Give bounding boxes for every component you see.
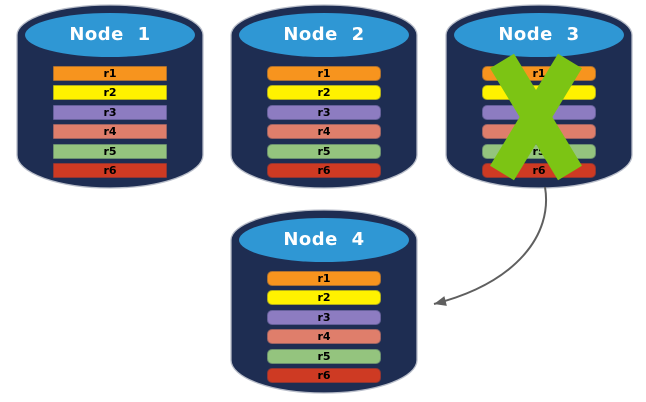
- node-2: Node 2 r1 r2 r3 r4 r5 r6: [228, 3, 420, 195]
- db-row: r4: [267, 329, 381, 345]
- db-row: r1: [267, 66, 381, 81]
- db-row: r6: [53, 162, 167, 178]
- db-row: r2: [53, 85, 167, 101]
- node-title: Node 1: [69, 24, 151, 45]
- cylinder-top: [239, 218, 409, 262]
- node-1: Node 1 r1 r2 r3 r4 r5 r6: [14, 3, 206, 195]
- node-title: Node 3: [498, 24, 580, 45]
- db-row: r6: [267, 367, 381, 383]
- row-stack: r1 r2 r3 r4 r5 r6: [267, 66, 381, 178]
- db-row: r3: [53, 104, 167, 120]
- arrow-curve: [433, 186, 548, 306]
- db-row: r6: [267, 162, 381, 178]
- db-row: r2: [267, 290, 381, 306]
- db-row: r2: [482, 85, 596, 101]
- db-row: r3: [267, 104, 381, 120]
- db-row: r4: [267, 124, 381, 140]
- db-row: r3: [267, 309, 381, 325]
- db-row: r5: [53, 143, 167, 159]
- row-stack: r1 r2 r3 r4 r5 r6: [482, 66, 596, 178]
- row-stack: r1 r2 r3 r4 r5 r6: [267, 271, 381, 383]
- db-row: r5: [482, 143, 596, 159]
- db-row: r4: [482, 124, 596, 140]
- db-row: r1: [53, 66, 167, 81]
- db-row: r1: [482, 66, 596, 81]
- db-row: r5: [267, 348, 381, 364]
- node-3: Node 3 r1 r2 r3 r4 r5 r6: [443, 3, 635, 195]
- node-4: Node 4 r1 r2 r3 r4 r5 r6: [228, 208, 420, 400]
- db-row: r5: [267, 143, 381, 159]
- row-stack: r1 r2 r3 r4 r5 r6: [53, 66, 167, 178]
- db-row: r3: [482, 104, 596, 120]
- db-row: r6: [482, 162, 596, 178]
- node-title: Node 4: [283, 229, 365, 250]
- node-title: Node 2: [283, 24, 365, 45]
- cylinder-top: [239, 13, 409, 57]
- db-row: r4: [53, 124, 167, 140]
- cylinder-top: [454, 13, 624, 57]
- db-row: r1: [267, 271, 381, 286]
- db-row: r2: [267, 85, 381, 101]
- cylinder-top: [25, 13, 195, 57]
